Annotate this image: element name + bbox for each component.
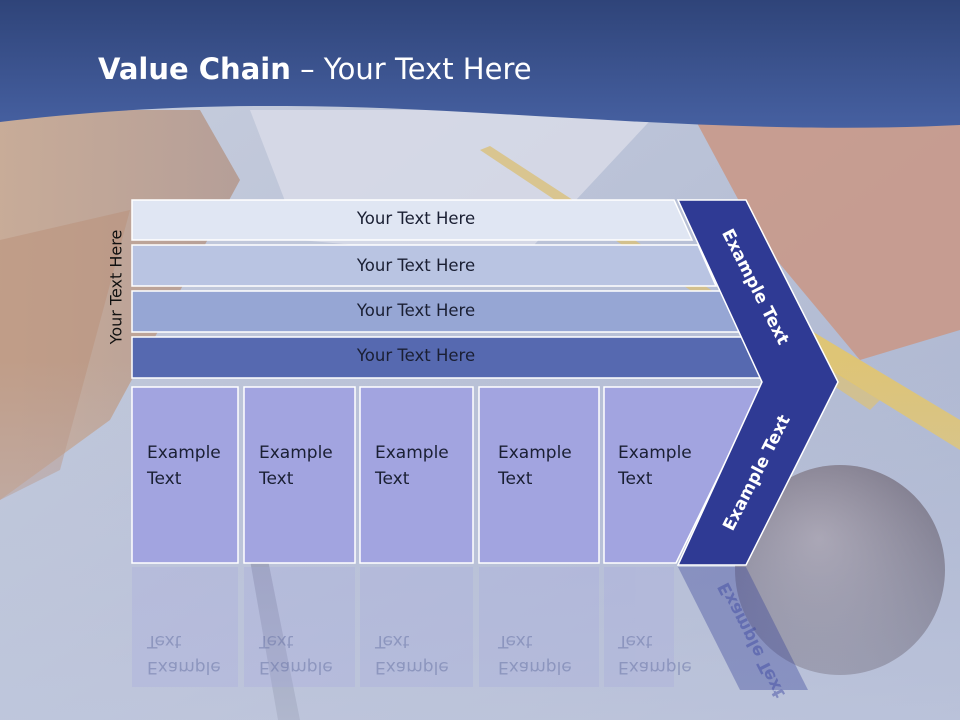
bar-4-label: Your Text Here	[356, 346, 476, 365]
column-3-line1: Example	[375, 443, 449, 463]
column-4-line1: Example	[498, 443, 572, 463]
column-5-line1: Example	[618, 443, 692, 463]
column-2-reflection-line1: Example	[259, 657, 333, 677]
column-4-reflection-line2: Text	[498, 631, 533, 651]
column-4-reflection: Example Text	[498, 628, 572, 680]
columns-reflection	[132, 567, 674, 687]
column-1-reflection: Example Text	[147, 628, 221, 680]
column-3-line2: Text	[375, 469, 410, 489]
title-rest: – Your Text Here	[290, 52, 532, 86]
column-3-shape	[359, 386, 474, 564]
column-5-line2: Text	[618, 469, 653, 489]
slide-title: Value Chain – Your Text Here	[98, 52, 532, 86]
column-4-shape	[478, 386, 600, 564]
bar-1-label: Your Text Here	[356, 209, 476, 228]
column-3-reflection-line2: Text	[375, 631, 410, 651]
column-1-line1: Example	[147, 443, 221, 463]
column-5-reflection-line1: Example	[618, 657, 692, 677]
column-4-line2: Text	[498, 469, 533, 489]
column-5-reflection: Example Text	[618, 628, 692, 680]
bar-2-shape	[131, 244, 718, 287]
column-4-reflection-line1: Example	[498, 657, 572, 677]
column-5-shape	[603, 386, 764, 564]
column-1-reflection-line2: Text	[147, 631, 182, 651]
column-1-reflection-line1: Example	[147, 657, 221, 677]
column-2-reflection: Example Text	[259, 628, 333, 680]
column-5-reflection-line2: Text	[618, 631, 653, 651]
column-1-shape	[131, 386, 239, 564]
bar-2-label: Your Text Here	[356, 256, 476, 275]
column-2-shape	[243, 386, 356, 564]
bar-1-shape	[131, 199, 694, 241]
chevron-shape	[676, 199, 839, 566]
column-2-reflection-line2: Text	[259, 631, 294, 651]
title-bold: Value Chain	[98, 52, 291, 86]
column-3-reflection-line1: Example	[375, 657, 449, 677]
column-1-line2: Text	[147, 469, 182, 489]
column-2-line2: Text	[259, 469, 294, 489]
column-3-reflection: Example Text	[375, 628, 449, 680]
column-2-line1: Example	[259, 443, 333, 463]
bar-3-label: Your Text Here	[356, 301, 476, 320]
chevron-reflection	[678, 567, 808, 690]
